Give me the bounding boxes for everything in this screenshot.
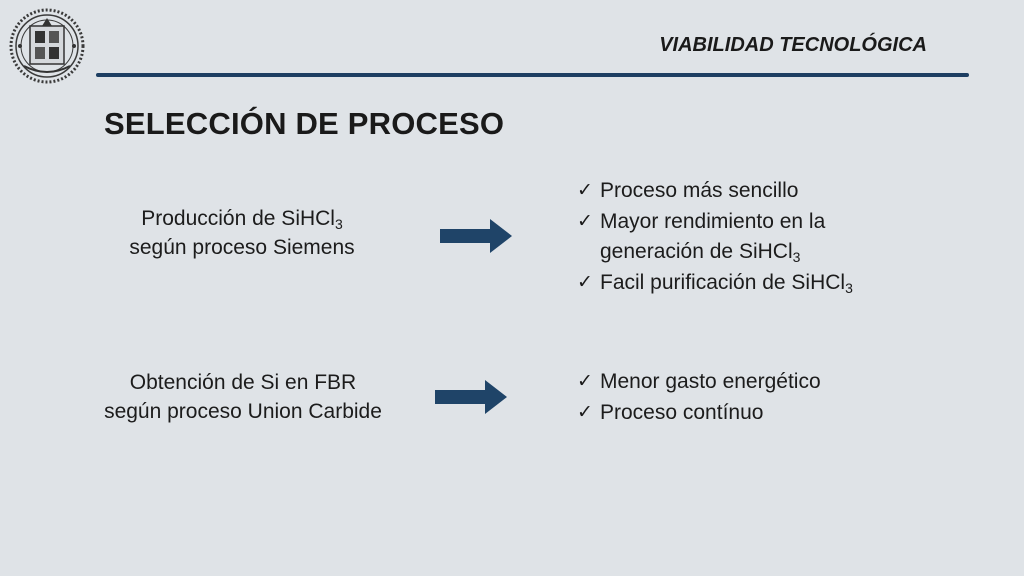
process-line2: según proceso Siemens: [129, 236, 355, 259]
process-siemens: Producción de SiHCl3 según proceso Sieme…: [100, 204, 384, 262]
section-title: VIABILIDAD TECNOLÓGICA: [659, 34, 927, 56]
process-line1: Producción de SiHCl3: [141, 207, 343, 232]
page-title: SELECCIÓN DE PROCESO: [104, 106, 505, 141]
university-seal-icon: [9, 8, 85, 84]
list-item: ✓ Mayor rendimiento en la generación de …: [577, 207, 853, 268]
check-icon: ✓: [577, 210, 593, 232]
check-icon: ✓: [577, 180, 593, 201]
benefits-list-siemens: ✓ Proceso más sencillo ✓ Mayor rendimien…: [577, 176, 853, 298]
header-divider: [96, 73, 969, 77]
process-union-carbide: Obtención de Si en FBR según proceso Uni…: [80, 368, 406, 426]
list-item: ✓ Menor gasto energético: [577, 367, 821, 398]
check-icon: ✓: [577, 271, 593, 293]
check-icon: ✓: [577, 401, 593, 423]
check-icon: ✓: [577, 371, 593, 392]
benefits-list-union-carbide: ✓ Menor gasto energético ✓ Proceso contí…: [577, 367, 821, 428]
arrow-right-icon: [440, 219, 512, 253]
list-item: ✓ Proceso más sencillo: [577, 176, 853, 207]
process-line1: Obtención de Si en FBR: [129, 371, 357, 394]
arrow-right-icon: [435, 380, 507, 414]
process-line2: según proceso Union Carbide: [104, 400, 382, 423]
list-item: ✓ Facil purificación de SiHCl3: [577, 268, 853, 299]
list-item: ✓ Proceso contínuo: [577, 398, 821, 429]
